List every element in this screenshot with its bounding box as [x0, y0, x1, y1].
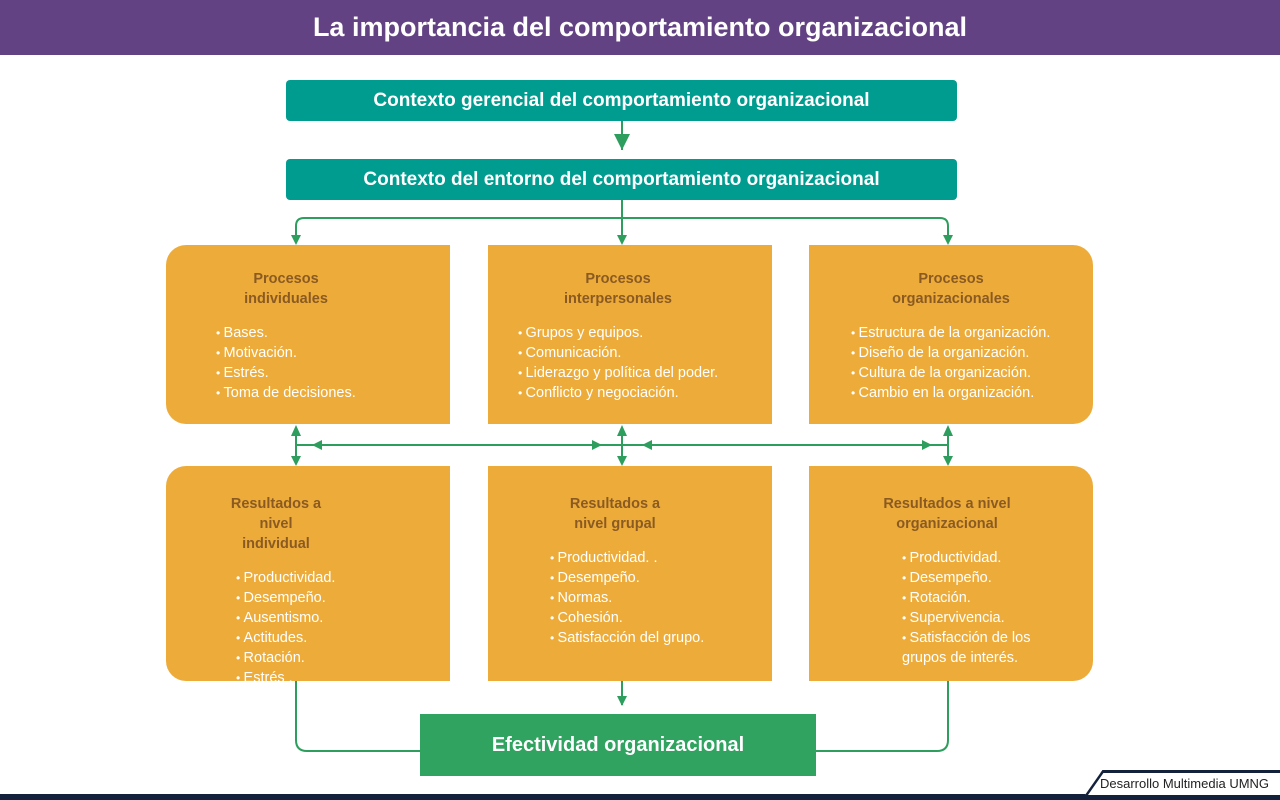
list-item: Cohesión. — [550, 608, 772, 628]
list-item: Liderazgo y política del poder. — [518, 363, 772, 383]
list-item: Conflicto y negociación. — [518, 383, 772, 403]
environment-context-box: Contexto del entorno del comportamiento … — [286, 159, 957, 200]
list-item: Estrés. — [216, 363, 450, 383]
footer-bar — [0, 794, 1280, 800]
list-item: Desempeño. — [236, 588, 450, 608]
box-title: Procesos interpersonales — [564, 271, 672, 307]
individual-processes-box: Procesos individuales Bases.Motivación.E… — [166, 245, 450, 424]
box-title: Resultados a nivel individual — [230, 496, 322, 552]
page-title: La importancia del comportamiento organi… — [0, 0, 1280, 55]
group-results-box: Resultados a nivel grupal Productividad.… — [488, 466, 772, 681]
organizational-effectiveness-box: Efectividad organizacional — [420, 714, 816, 776]
list-item: Toma de decisiones. — [216, 383, 450, 403]
list-item: Productividad. . — [550, 548, 772, 568]
interpersonal-processes-box: Procesos interpersonales Grupos y equipo… — [488, 245, 772, 424]
footer-label: Desarrollo Multimedia UMNG — [1100, 776, 1270, 791]
list-item: Estructura de la organización. — [851, 323, 1093, 343]
managerial-context-box: Contexto gerencial del comportamiento or… — [286, 80, 957, 121]
individual-results-box: Resultados a nivel individual Productivi… — [166, 466, 450, 686]
list-item: Estrés . — [236, 668, 450, 688]
organizational-results-box: Resultados a nivel organizacional Produc… — [809, 466, 1093, 681]
list-item: Supervivencia. — [902, 608, 1042, 628]
list-item: Productividad. — [902, 548, 1042, 568]
list-item: Productividad. — [236, 568, 450, 588]
list-item: Desempeño. — [550, 568, 772, 588]
box-title: Resultados a nivel organizacional — [883, 496, 1011, 532]
box-title: Procesos organizacionales — [892, 271, 1010, 307]
list-item: Satisfacción de los grupos de interés. — [902, 628, 1042, 668]
list-item: Diseño de la organización. — [851, 343, 1093, 363]
organizational-processes-box: Procesos organizacionales Estructura de … — [809, 245, 1093, 424]
box-title: Procesos individuales — [244, 271, 328, 307]
list-item: Cultura de la organización. — [851, 363, 1093, 383]
list-item: Rotación. — [902, 588, 1042, 608]
list-item: Comunicación. — [518, 343, 772, 363]
list-item: Bases. — [216, 323, 450, 343]
list-item: Motivación. — [216, 343, 450, 363]
list-item: Normas. — [550, 588, 772, 608]
list-item: Satisfacción del grupo. — [550, 628, 772, 648]
list-item: Grupos y equipos. — [518, 323, 772, 343]
list-item: Desempeño. — [902, 568, 1042, 588]
list-item: Cambio en la organización. — [851, 383, 1093, 403]
box-title: Resultados a nivel grupal — [569, 496, 661, 532]
list-item: Ausentismo. — [236, 608, 450, 628]
list-item: Actitudes. — [236, 628, 450, 648]
list-item: Rotación. — [236, 648, 450, 668]
